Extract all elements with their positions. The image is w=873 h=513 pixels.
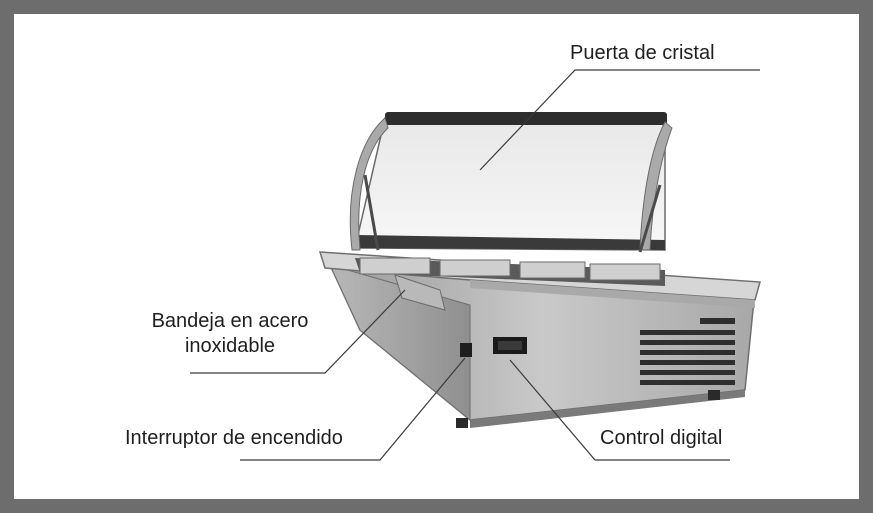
counter-top: [318, 251, 761, 311]
label-steel-tray: Bandeja en acero inoxidable: [130, 309, 330, 359]
vent-grille: [640, 318, 735, 385]
label-steel-tray-line2: inoxidable: [184, 335, 276, 357]
leader-tray: [190, 289, 406, 374]
leader-control: [509, 359, 730, 461]
glass-door: [349, 112, 673, 253]
steel-trays: [359, 257, 661, 311]
foot: [708, 390, 720, 400]
label-steel-tray-line1: Bandeja en acero: [151, 310, 309, 332]
foot: [456, 418, 468, 428]
leader-lines: [190, 69, 760, 461]
power-switch: [460, 343, 472, 357]
leader-door: [479, 69, 760, 171]
leader-switch: [240, 357, 466, 461]
label-power-switch: Interruptor de encendido: [125, 427, 343, 449]
label-digital-control: Control digital: [600, 427, 723, 449]
label-glass-door: Puerta de cristal: [570, 42, 715, 64]
